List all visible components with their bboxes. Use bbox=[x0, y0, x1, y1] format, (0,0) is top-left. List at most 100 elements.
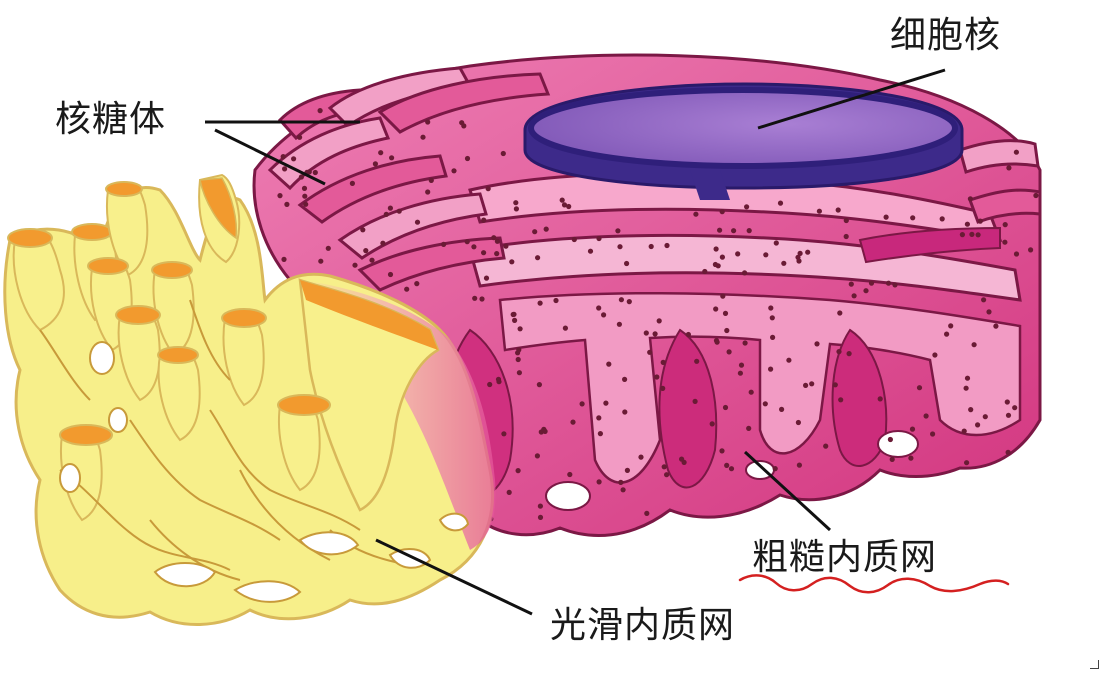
ribosome-dot bbox=[1004, 399, 1010, 405]
ribosome-dot bbox=[693, 211, 699, 217]
ribosome-dot bbox=[762, 401, 768, 407]
ribosome-dot bbox=[389, 155, 395, 161]
ribosome-dot bbox=[1005, 449, 1011, 455]
ribosome-dot bbox=[679, 456, 685, 462]
ribosome-dot bbox=[770, 334, 776, 340]
ribosome-dot bbox=[509, 259, 515, 265]
ribosome-dot bbox=[1013, 149, 1020, 155]
ribosome-dot bbox=[515, 356, 521, 363]
ribosome-dot bbox=[579, 401, 585, 407]
ribosome-dot bbox=[720, 293, 726, 299]
ribosome-dot bbox=[660, 385, 666, 391]
ribosome-dot bbox=[597, 431, 604, 437]
ribosome-dot bbox=[648, 243, 654, 250]
ribosome-dot bbox=[517, 326, 523, 332]
ribosome-dot bbox=[738, 362, 745, 368]
ribosome-dot bbox=[838, 397, 844, 403]
ribosome-dot bbox=[877, 396, 883, 402]
ribosome-dot bbox=[349, 180, 355, 186]
ribosome-dot bbox=[694, 358, 700, 364]
ribosome-dot bbox=[481, 217, 487, 223]
ribosome-dot bbox=[535, 255, 541, 261]
rough-er-label: 粗糙内质网 bbox=[752, 537, 938, 578]
ribosome-dot bbox=[644, 510, 650, 516]
ribosome-dot bbox=[532, 229, 538, 235]
ribosome-dot bbox=[624, 467, 631, 473]
ribosome-dot bbox=[380, 240, 386, 246]
ribosome-dot bbox=[797, 250, 803, 256]
ribosome-dot bbox=[685, 331, 692, 338]
ribosome-dot bbox=[971, 342, 977, 348]
ribosome-dot bbox=[986, 309, 992, 315]
ribosome-dot bbox=[768, 366, 774, 372]
ribosome-dot bbox=[618, 297, 625, 303]
ribosome-dot bbox=[596, 415, 602, 421]
ribosome-dot bbox=[561, 202, 568, 208]
leader-ribosome-lower bbox=[214, 128, 326, 186]
ribosome-dot bbox=[500, 150, 506, 157]
ribosome-dot bbox=[969, 231, 975, 237]
ribosome-dot bbox=[746, 425, 752, 431]
ribosome-dot bbox=[910, 215, 916, 221]
ribosome-dot bbox=[596, 479, 602, 485]
ribosome-dot bbox=[494, 251, 500, 257]
ribosome-dot bbox=[643, 330, 649, 336]
ribosome-dot bbox=[372, 161, 378, 167]
ribosome-dot bbox=[713, 306, 719, 312]
ribosome-dot bbox=[664, 242, 670, 249]
ribosome-dot bbox=[803, 382, 809, 388]
ribosome-dot bbox=[387, 271, 394, 278]
ribosome-dot bbox=[868, 280, 875, 286]
ribosome-dot bbox=[763, 252, 769, 258]
leader-lines bbox=[205, 68, 946, 616]
ribosome-dot bbox=[501, 431, 507, 437]
ribosome-dot bbox=[796, 258, 802, 264]
ribosome-dot bbox=[885, 280, 892, 286]
ribosome-dot bbox=[724, 327, 730, 334]
ribosome-dot bbox=[977, 218, 983, 224]
ribosome-dot bbox=[487, 381, 493, 388]
ribosome-dot bbox=[494, 238, 500, 244]
ribosome-dot bbox=[889, 456, 895, 462]
ribosome-dot bbox=[726, 349, 732, 355]
ribosome-dot bbox=[1002, 239, 1008, 245]
ribosome-dot bbox=[515, 468, 521, 474]
ribosome-dot bbox=[513, 200, 519, 206]
ribosome-dot bbox=[638, 454, 644, 460]
ribosome-dot bbox=[281, 256, 287, 262]
ribosome-dot bbox=[383, 211, 389, 217]
ribosome-dot bbox=[975, 232, 981, 238]
ribosome-dot bbox=[596, 235, 602, 242]
ribosome-dot bbox=[796, 462, 803, 468]
ribosome-dot bbox=[471, 244, 477, 250]
ribosome-dot bbox=[964, 375, 971, 381]
ribosome-dot bbox=[615, 228, 621, 234]
ribosome-dot bbox=[963, 385, 969, 391]
ribosome-dot bbox=[622, 376, 628, 382]
ribosome-dot bbox=[363, 248, 369, 254]
ribosome-dot bbox=[722, 310, 729, 316]
ribosome-dot bbox=[479, 296, 485, 302]
ribosome-dot bbox=[892, 282, 898, 288]
ribosome-dot bbox=[742, 270, 748, 276]
ribosome-dot bbox=[714, 339, 720, 345]
ribosome-dot bbox=[959, 232, 966, 238]
ribosome-dot bbox=[843, 233, 849, 240]
ribosome-dot bbox=[930, 431, 936, 437]
ribosome-dot bbox=[461, 123, 467, 129]
ribosome-dot bbox=[567, 471, 573, 478]
ribosome-dot bbox=[652, 331, 658, 337]
ribosome-dot bbox=[303, 201, 309, 207]
ribosome-dot bbox=[836, 349, 842, 355]
ribosome-dot bbox=[559, 197, 565, 203]
ribosome-dot bbox=[537, 503, 544, 509]
ribosome-dot bbox=[596, 305, 602, 311]
ribosome-dot bbox=[737, 370, 744, 376]
ribosome-dot bbox=[510, 311, 516, 318]
ribosome-dot bbox=[606, 361, 612, 367]
ribosome-dot bbox=[777, 200, 784, 206]
ribosome-dot bbox=[748, 389, 754, 395]
ribosome-dot bbox=[835, 207, 841, 213]
nucleus-label: 细胞核 bbox=[890, 15, 1002, 56]
ribosome-dot bbox=[571, 236, 577, 243]
